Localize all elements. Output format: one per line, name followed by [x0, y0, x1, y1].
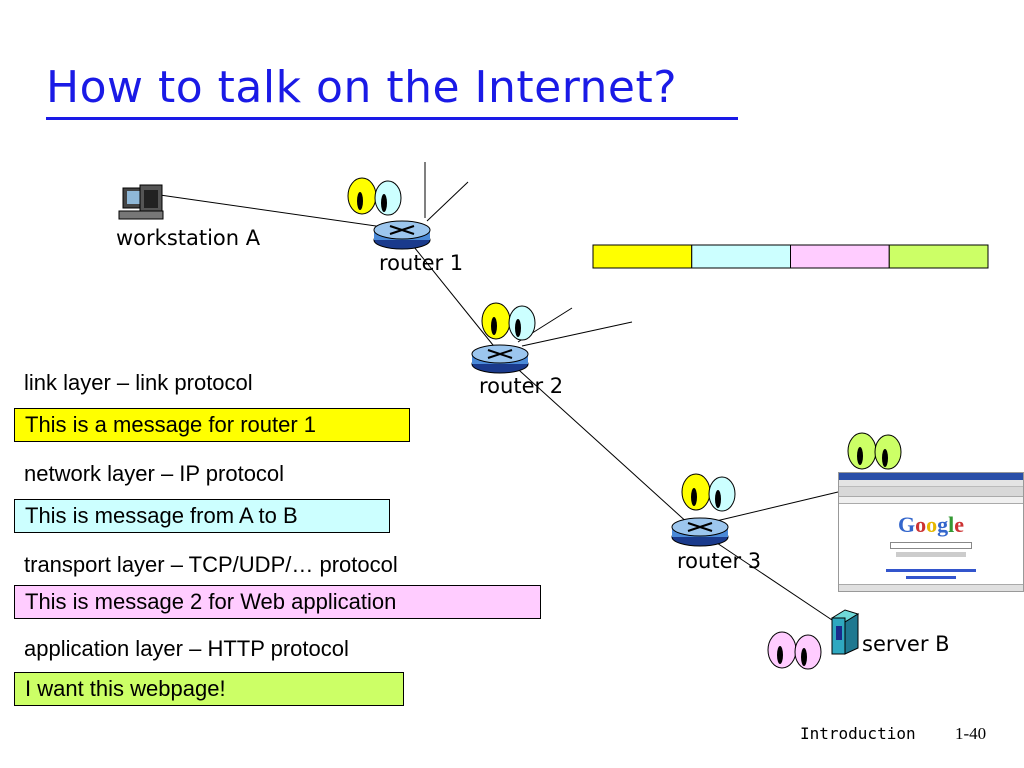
link-r1-r2: [409, 241, 498, 351]
packet-segment-1: [592, 244, 693, 269]
eyes-icon-server: [767, 631, 822, 670]
page-number: 1-40: [955, 724, 987, 743]
logo-letter-1: G: [897, 512, 916, 537]
transport-layer-message: This is message 2 for Web application: [14, 585, 541, 619]
browser-links: [886, 569, 976, 572]
router-3-icon: [671, 517, 729, 547]
router2-stub-2: [521, 321, 633, 347]
link-layer-message: This is a message for router 1: [14, 408, 410, 442]
logo-letter-3: o: [926, 512, 938, 537]
eyes-icon-router-2: [481, 302, 536, 341]
eyes-icon-router-3: [681, 473, 736, 512]
page-title: How to talk on the Internet?: [46, 62, 678, 113]
browser-address-bar: [839, 497, 1023, 504]
browser-titlebar: [839, 473, 1023, 480]
footer-section: Introduction: [800, 724, 916, 743]
link-r3-server: [704, 534, 836, 623]
browser-search-box: [890, 542, 972, 549]
browser-logo: Google: [839, 512, 1023, 538]
packet-segment-2: [691, 244, 791, 269]
logo-letter-5: l: [948, 512, 955, 537]
router-2-icon: [471, 344, 529, 374]
server-icon: [830, 609, 860, 655]
application-layer-label: application layer – HTTP protocol: [24, 636, 349, 661]
router-1-label: router 1: [379, 251, 464, 275]
logo-letter-4: g: [937, 512, 949, 537]
browser-toolbar: [839, 487, 1023, 497]
packet-bar: [592, 244, 989, 269]
packet-segment-4: [888, 244, 989, 269]
workstation-a-label: workstation A: [116, 226, 261, 250]
eyes-icon-router-1: [347, 177, 402, 216]
eyes-icon-browser: [847, 432, 902, 470]
browser-links-2: [906, 576, 956, 579]
network-layer-message: This is message from A to B: [14, 499, 390, 533]
logo-letter-2: o: [915, 512, 927, 537]
packet-segment-3: [790, 244, 890, 269]
web-browser-screenshot: Google: [838, 472, 1024, 592]
server-b-label: server B: [862, 632, 950, 656]
link-layer-label: link layer – link protocol: [24, 370, 253, 395]
router1-stub-2: [426, 181, 469, 222]
router-2-label: router 2: [479, 374, 564, 398]
link-r2-r3: [509, 361, 691, 526]
router-3-label: router 3: [677, 549, 762, 573]
logo-letter-6: e: [954, 512, 964, 537]
workstation-icon: [118, 184, 164, 220]
browser-search-buttons: [896, 552, 966, 557]
application-layer-message: I want this webpage!: [14, 672, 404, 706]
browser-menubar: [839, 480, 1023, 487]
transport-layer-label: transport layer – TCP/UDP/… protocol: [24, 552, 398, 577]
browser-statusbar: [839, 584, 1023, 591]
router-1-icon: [373, 220, 431, 250]
link-a-r1: [159, 194, 391, 229]
title-underline: [46, 117, 738, 120]
network-layer-label: network layer – IP protocol: [24, 461, 285, 486]
link-r3-browser: [711, 491, 839, 523]
